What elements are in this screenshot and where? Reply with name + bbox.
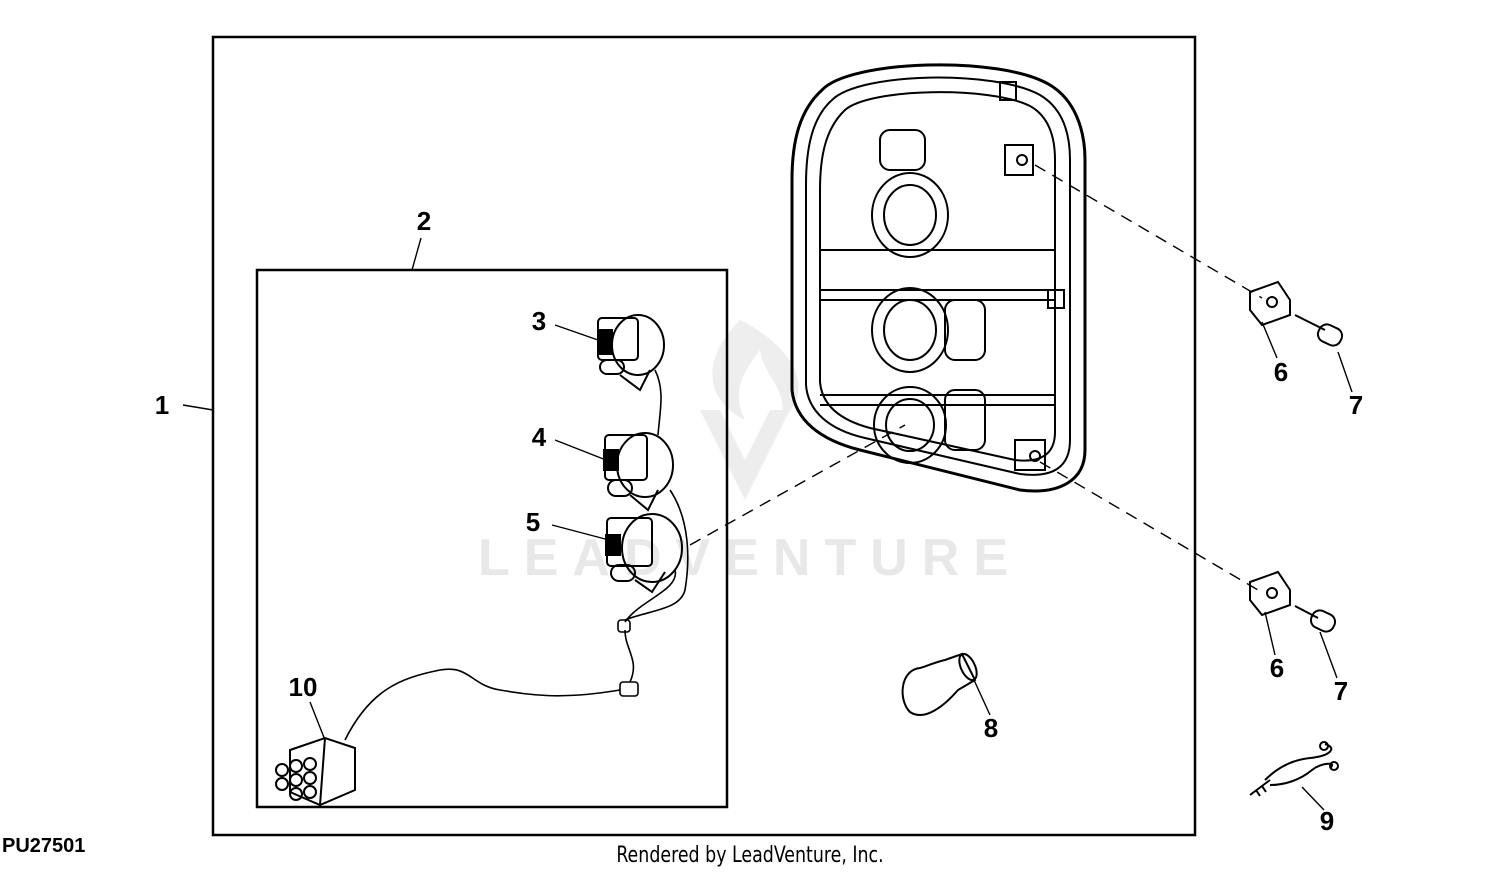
callout-4: 4 [532,422,547,452]
bulb-8 [901,652,978,716]
figure-id: PU27501 [2,835,86,857]
watermark: LEADVENTURE [478,320,1022,587]
callout-6b: 6 [1270,653,1284,683]
callout-3: 3 [532,306,546,336]
connector-10 [275,736,356,807]
screw-7a [1294,314,1344,347]
wiring-harness [344,369,689,741]
footer-credit: Rendered by LeadVenture, Inc. [616,843,884,868]
clip-nut-6b [1249,570,1291,617]
callout-7a: 7 [1349,390,1363,420]
callout-labels: 1 2 3 4 5 6 6 7 7 8 9 10 [155,206,1363,836]
tail-light-housing [790,63,1087,493]
callout-1: 1 [155,390,169,420]
callout-8: 8 [984,713,998,743]
alignment-lines [689,164,1263,591]
screw-7b [1294,605,1337,633]
leader-lines [182,237,1353,811]
callout-6a: 6 [1274,357,1288,387]
assembly-frame [211,35,1197,837]
clip-nut-6a [1249,280,1291,327]
bulb-socket-5 [605,513,683,594]
cable-strap-9 [1249,741,1339,797]
kit-frame [255,268,729,809]
callout-7b: 7 [1334,676,1348,706]
callout-5: 5 [526,507,540,537]
bulb-socket-3 [597,314,665,392]
bulb-socket-4 [603,432,674,512]
callout-10: 10 [289,672,318,702]
callout-9: 9 [1320,806,1334,836]
callout-2: 2 [417,206,431,236]
watermark-text: LEADVENTURE [478,529,1022,587]
